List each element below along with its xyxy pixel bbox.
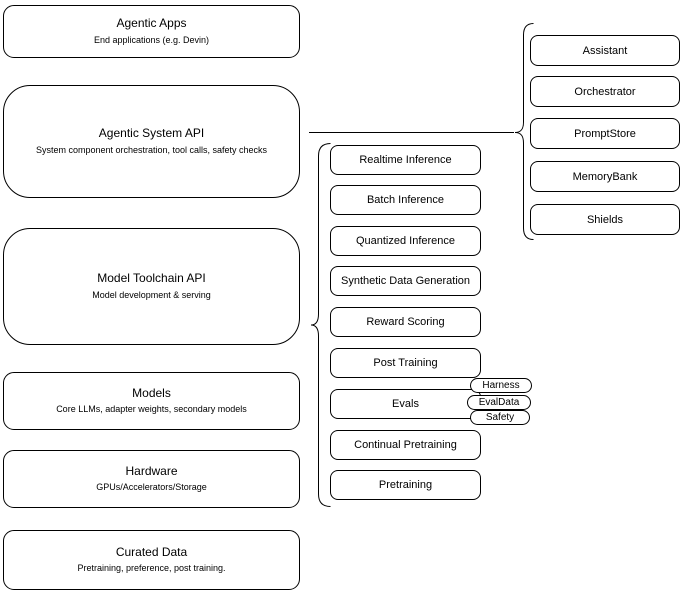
node-title: Agentic Apps xyxy=(116,16,187,31)
eval-tag-label: EvalData xyxy=(478,396,520,408)
toolchain-item-batch-inference: Batch Inference xyxy=(330,185,481,215)
toolchain-item-evals: Evals xyxy=(330,389,481,419)
toolchain-item-synthetic-data-generation: Synthetic Data Generation xyxy=(330,266,481,296)
node-model-toolchain-api: Model Toolchain API Model development & … xyxy=(3,228,300,345)
toolchain-item-label: Evals xyxy=(392,398,419,410)
system-component-shields: Shields xyxy=(530,204,680,235)
system-components-brace xyxy=(514,23,534,240)
toolchain-item-label: Synthetic Data Generation xyxy=(340,275,471,287)
node-agentic-apps: Agentic Apps End applications (e.g. Devi… xyxy=(3,5,300,58)
toolchain-item-pretraining: Pretraining xyxy=(330,470,481,500)
system-component-label: Shields xyxy=(586,213,624,226)
system-component-memorybank: MemoryBank xyxy=(530,161,680,192)
system-component-promptstore: PromptStore xyxy=(530,118,680,149)
node-title: Agentic System API xyxy=(98,126,205,141)
system-component-label: Orchestrator xyxy=(574,85,636,98)
system-component-label: MemoryBank xyxy=(572,170,638,183)
toolchain-item-label: Realtime Inference xyxy=(359,154,452,166)
toolchain-item-label: Continual Pretraining xyxy=(354,439,457,451)
system-component-label: Assistant xyxy=(582,44,628,57)
toolchain-item-post-training: Post Training xyxy=(330,348,481,378)
toolchain-item-label: Reward Scoring xyxy=(366,316,445,328)
node-subtitle: End applications (e.g. Devin) xyxy=(93,34,210,45)
node-subtitle: System component orchestration, tool cal… xyxy=(35,144,268,155)
eval-tag-label: Safety xyxy=(485,411,515,423)
eval-tag-harness: Harness xyxy=(470,378,532,393)
node-hardware: Hardware GPUs/Accelerators/Storage xyxy=(3,450,300,508)
system-component-orchestrator: Orchestrator xyxy=(530,76,680,107)
eval-tag-evaldata: EvalData xyxy=(467,395,531,410)
toolchain-item-realtime-inference: Realtime Inference xyxy=(330,145,481,175)
node-title: Curated Data xyxy=(115,544,188,559)
node-agentic-system-api: Agentic System API System component orch… xyxy=(3,85,300,198)
node-title: Models xyxy=(132,385,171,400)
toolchain-item-continual-pretraining: Continual Pretraining xyxy=(330,430,481,460)
node-curated-data: Curated Data Pretraining, preference, po… xyxy=(3,530,300,590)
node-models: Models Core LLMs, adapter weights, secon… xyxy=(3,372,300,430)
eval-tag-safety: Safety xyxy=(470,410,530,425)
node-subtitle: Model development & serving xyxy=(92,289,211,300)
toolchain-item-reward-scoring: Reward Scoring xyxy=(330,307,481,337)
node-subtitle: GPUs/Accelerators/Storage xyxy=(96,482,207,493)
node-title: Model Toolchain API xyxy=(97,271,206,286)
node-subtitle: Core LLMs, adapter weights, secondary mo… xyxy=(56,404,247,415)
toolchain-item-label: Batch Inference xyxy=(366,194,445,206)
toolchain-item-label: Post Training xyxy=(373,357,438,369)
node-title: Hardware xyxy=(125,463,178,478)
toolchain-item-label: Pretraining xyxy=(378,479,433,491)
toolchain-item-label: Quantized Inference xyxy=(355,235,456,247)
eval-tag-label: Harness xyxy=(482,379,520,391)
node-subtitle: Pretraining, preference, post training. xyxy=(77,563,226,574)
system-component-label: PromptStore xyxy=(574,127,636,140)
system-component-assistant: Assistant xyxy=(530,35,680,66)
toolchain-brace xyxy=(310,143,331,507)
toolchain-item-quantized-inference: Quantized Inference xyxy=(330,226,481,256)
